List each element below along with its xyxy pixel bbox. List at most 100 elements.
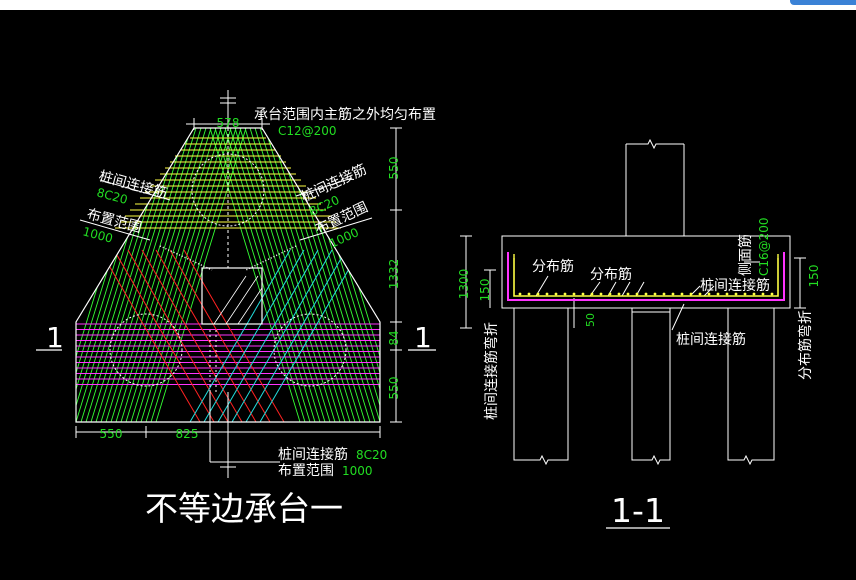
plan-right-dim-1: 550 bbox=[387, 157, 401, 180]
section-distribution-dot bbox=[653, 292, 657, 296]
green-bar-left-band bbox=[140, 128, 232, 422]
plan-right-dim-3: 84 bbox=[387, 330, 401, 345]
section-distribution-dot bbox=[761, 292, 765, 296]
section-label-dist-1: 分布筋 bbox=[532, 258, 574, 275]
red-bar bbox=[155, 249, 257, 422]
section-distribution-dot bbox=[563, 292, 567, 296]
section-distribution-dot bbox=[635, 292, 639, 296]
plan-rebar-top: C12@200 bbox=[278, 124, 337, 138]
green-bar-left-band bbox=[155, 128, 247, 422]
pile-right bbox=[273, 313, 347, 387]
cyan-bar bbox=[259, 249, 361, 422]
cyan-bar bbox=[203, 249, 305, 422]
section-mark-right: 1 bbox=[414, 321, 432, 354]
cyan-bar bbox=[231, 249, 333, 422]
section-dim-150-left: 150 bbox=[478, 279, 492, 302]
section-distribution-dot bbox=[671, 292, 675, 296]
dimension-lines bbox=[75, 118, 402, 438]
cyan-bar bbox=[217, 249, 319, 422]
section-distribution-dot bbox=[716, 292, 720, 296]
section-distribution-dot bbox=[608, 292, 612, 296]
section-distribution-dot bbox=[527, 292, 531, 296]
section-dim-height: 1300 bbox=[457, 269, 471, 300]
red-bar bbox=[113, 249, 215, 422]
plan-title: 不等边承台一 bbox=[145, 489, 343, 528]
green-bar-left-band bbox=[130, 128, 222, 422]
section-label-left-vertical: 桩间连接筋弯折 bbox=[483, 322, 500, 420]
leader-lines bbox=[79, 177, 373, 463]
pile-left bbox=[109, 313, 183, 387]
yellow-rebar-hatch bbox=[115, 137, 341, 229]
toolbar-button-edge[interactable] bbox=[790, 0, 856, 5]
section-rebars bbox=[507, 252, 785, 301]
red-bar bbox=[141, 249, 243, 422]
section-dim-50: 50 bbox=[584, 313, 597, 327]
plan-dim-left: 550 bbox=[100, 427, 123, 441]
section-distribution-dot bbox=[518, 292, 522, 296]
red-bar bbox=[183, 249, 285, 422]
green-bar-right-band bbox=[239, 128, 331, 422]
cyan-bar bbox=[189, 249, 291, 422]
section-view bbox=[460, 138, 806, 529]
section-label-side-bar: 侧面筋 bbox=[737, 234, 754, 276]
section-distribution-dot bbox=[581, 292, 585, 296]
section-distribution-dot bbox=[680, 292, 684, 296]
window-top-strip bbox=[0, 0, 856, 10]
column-outline bbox=[201, 267, 263, 325]
center-lines bbox=[209, 90, 236, 478]
section-label-link-top: 桩间连接筋 bbox=[700, 277, 770, 294]
section-distribution-dot bbox=[536, 292, 540, 296]
section-distribution-dot bbox=[734, 292, 738, 296]
section-distribution-dot bbox=[707, 292, 711, 296]
green-bar-left-band bbox=[80, 128, 172, 422]
section-label-right-vertical: 分布筋弯折 bbox=[797, 310, 814, 380]
section-distribution-dot bbox=[590, 292, 594, 296]
section-label-link-bottom: 桩间连接筋 bbox=[676, 331, 746, 348]
section-label-dist-2: 分布筋 bbox=[590, 266, 632, 283]
section-bottom-bar-yellow bbox=[513, 258, 779, 297]
section-bottom-bar-magenta bbox=[507, 252, 785, 301]
section-distribution-dots bbox=[513, 254, 779, 296]
section-distribution-dot bbox=[698, 292, 702, 296]
plan-right-dim-2: 1332 bbox=[387, 259, 401, 290]
section-distribution-dot bbox=[554, 292, 558, 296]
section-distribution-dot bbox=[626, 292, 630, 296]
plan-dim-mid: 825 bbox=[176, 427, 199, 441]
plan-bottom-label-2: 8C20 bbox=[356, 448, 387, 462]
section-distribution-dot bbox=[662, 292, 666, 296]
green-bar-right-band bbox=[249, 128, 341, 422]
green-bar-right-band bbox=[259, 128, 351, 422]
section-distribution-dot bbox=[644, 292, 648, 296]
section-distribution-dot bbox=[617, 292, 621, 296]
section-title: 1-1 bbox=[611, 491, 665, 530]
section-distribution-dot bbox=[770, 292, 774, 296]
green-bar-left-band bbox=[120, 128, 212, 422]
section-distribution-dot bbox=[743, 292, 747, 296]
green-bar-left-band bbox=[115, 128, 207, 422]
section-label-side-spec: C16@200 bbox=[757, 217, 771, 276]
green-bar-right-band bbox=[234, 128, 326, 422]
plan-view bbox=[36, 90, 436, 478]
plan-dim-top: 578 bbox=[217, 116, 240, 130]
green-bar-right-band bbox=[219, 128, 311, 422]
section-distribution-dot bbox=[572, 292, 576, 296]
green-bar-left-band bbox=[76, 128, 167, 422]
red-bar bbox=[169, 249, 271, 422]
red-bar bbox=[127, 249, 229, 422]
plan-bottom-label-1: 桩间连接筋 bbox=[278, 446, 348, 463]
green-bar-left-band bbox=[145, 128, 237, 422]
green-bar-left-band bbox=[135, 128, 227, 422]
plan-right-dim-4: 550 bbox=[387, 377, 401, 400]
section-distribution-dot bbox=[689, 292, 693, 296]
red-bar bbox=[99, 249, 201, 422]
magenta-rebar-lines bbox=[76, 323, 380, 385]
section-distribution-dot bbox=[545, 292, 549, 296]
column-hatch bbox=[213, 275, 263, 325]
section-mark-left: 1 bbox=[46, 321, 64, 354]
red-rebar-lines bbox=[99, 249, 285, 422]
cyan-bar bbox=[245, 249, 347, 422]
green-bar-left-band bbox=[105, 128, 197, 422]
plan-note-top: 承台范围内主筋之外均匀布置 bbox=[254, 106, 436, 123]
section-distribution-dot bbox=[725, 292, 729, 296]
